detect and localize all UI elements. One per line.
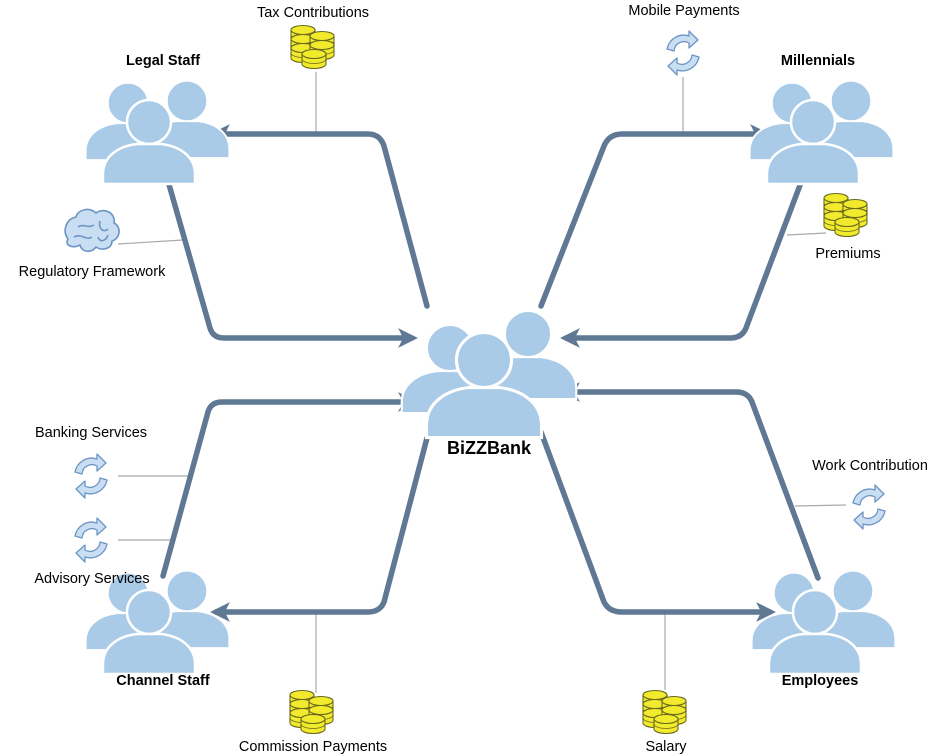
salary-flow-arrow — [538, 429, 776, 622]
banking-services-label: Banking Services — [35, 425, 147, 441]
commission-flow-arrow — [210, 435, 430, 622]
tax-contributions-item: Tax Contributions — [257, 5, 369, 69]
coins-icon — [824, 194, 867, 237]
employees-label: Employees — [782, 673, 859, 689]
tax-flow-arrow — [210, 124, 430, 309]
brain-icon — [64, 208, 120, 253]
cycle-arrows-icon — [74, 517, 108, 563]
channel-staff-node[interactable]: Channel Staff — [86, 571, 230, 689]
regulatory-flow-arrow — [159, 157, 418, 348]
work-connector — [794, 504, 847, 507]
work-contribution-item: Work Contribution — [812, 458, 928, 530]
people-group-icon — [400, 309, 578, 440]
services-flow-arrow — [160, 392, 418, 579]
premiums-connector — [786, 232, 827, 236]
mobile-flow-arrow — [538, 124, 770, 309]
salary-item: Salary — [643, 691, 687, 755]
legal-staff-label: Legal Staff — [126, 53, 200, 69]
coins-icon — [291, 26, 334, 69]
people-group-icon — [750, 81, 894, 184]
connector-lines — [117, 72, 847, 693]
advisory-services-label: Advisory Services — [34, 571, 149, 587]
people-group-icon — [752, 571, 896, 674]
advisory-services-item: Advisory Services — [34, 517, 150, 587]
commission-payments-label: Commission Payments — [239, 739, 387, 755]
flow-arrows — [159, 124, 821, 622]
premiums-flow-arrow — [560, 161, 811, 348]
premiums-item: Premiums — [815, 194, 881, 262]
regulatory-framework-item: Regulatory Framework — [19, 208, 166, 280]
legal-staff-node[interactable]: Legal Staff — [86, 53, 230, 184]
millennials-node[interactable]: Millennials — [750, 53, 894, 184]
mobile-payments-item: Mobile Payments — [628, 3, 740, 76]
cycle-arrows-icon — [852, 484, 886, 530]
tax-contributions-label: Tax Contributions — [257, 5, 369, 21]
bizzbank-label: BiZZBank — [447, 438, 532, 458]
coins-icon — [643, 691, 686, 734]
work-flow-arrow — [560, 382, 821, 581]
coins-icon — [290, 691, 333, 734]
salary-label: Salary — [645, 739, 687, 755]
banking-services-item: Banking Services — [35, 425, 147, 499]
channel-staff-label: Channel Staff — [116, 673, 210, 689]
mobile-payments-label: Mobile Payments — [628, 3, 739, 19]
work-contribution-label: Work Contribution — [812, 458, 928, 474]
millennials-label: Millennials — [781, 53, 855, 69]
employees-node[interactable]: Employees — [752, 571, 896, 689]
commission-payments-item: Commission Payments — [239, 691, 387, 755]
people-group-icon — [86, 81, 230, 184]
premiums-label: Premiums — [815, 246, 880, 262]
cycle-arrows-icon — [74, 453, 108, 499]
cycle-arrows-icon — [666, 30, 700, 76]
bizzbank-node[interactable]: BiZZBank — [400, 309, 578, 458]
regulatory-connector — [117, 239, 184, 245]
regulatory-framework-label: Regulatory Framework — [19, 264, 166, 280]
